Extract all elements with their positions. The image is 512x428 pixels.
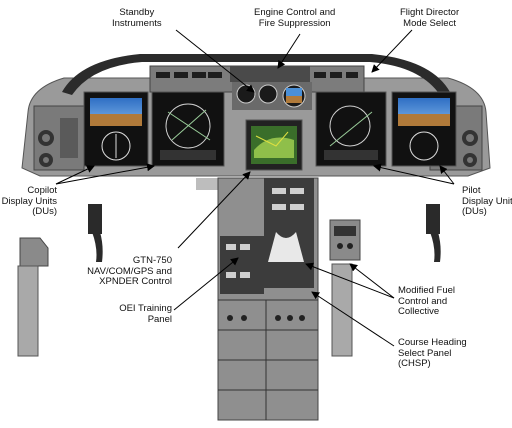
copilot-du-2 (151, 91, 225, 167)
arrow-flight-director (371, 29, 413, 73)
label-pilot-du: Pilot Display Units (DUs) (462, 185, 512, 217)
arrow-gtn (177, 171, 251, 249)
arrow-copilot-du-a (55, 165, 95, 185)
collective-left (17, 237, 49, 357)
fuel-control-detail (268, 232, 304, 262)
arrow-copilot-du-b (55, 163, 155, 185)
upper-switch-row (156, 72, 358, 78)
label-engine-control: Engine Control and Fire Suppression (254, 7, 336, 29)
left-side-controls (33, 105, 85, 171)
gtn-750-display (245, 119, 303, 171)
copilot-cyclic (88, 204, 103, 262)
arrow-oei (173, 257, 239, 311)
standby-instruments (232, 82, 312, 110)
pilot-du-2 (391, 91, 457, 167)
center-pedestal (196, 177, 319, 421)
copilot-du-1 (83, 91, 149, 167)
leader-lines (55, 29, 455, 347)
label-gtn-750: GTN-750 NAV/COM/GPS and XPNDER Control (87, 255, 172, 287)
arrow-pilot-du-a (373, 163, 455, 185)
arrow-engine (277, 33, 301, 69)
pilot-du-1 (315, 91, 387, 167)
label-fuel-control: Modified Fuel Control and Collective (398, 285, 456, 317)
pilot-cyclic (426, 204, 441, 262)
label-copilot-du: Copilot Display Units (DUs) (1, 185, 57, 217)
arrow-chsp (311, 291, 395, 347)
arrow-fuel-a (305, 262, 395, 299)
label-standby-instruments: Standby Instruments (112, 7, 162, 29)
collective-right (329, 219, 361, 357)
label-flight-director: Flight Director Mode Select (400, 7, 460, 29)
label-chsp: Course Heading Select Panel (CHSP) (398, 337, 467, 369)
arrow-fuel-b (349, 263, 395, 299)
arrow-standby (175, 29, 255, 93)
arrow-pilot-du-b (439, 165, 455, 185)
label-oei-panel: OEI Training Panel (119, 303, 172, 325)
